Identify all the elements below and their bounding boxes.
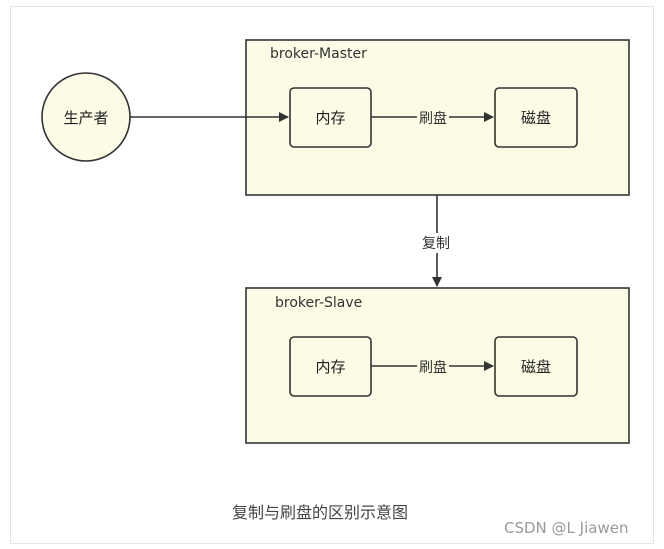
diagram-frame	[10, 6, 654, 544]
broker-slave-title: broker-Slave	[275, 295, 363, 311]
slave-flush-label: 刷盘	[417, 357, 449, 377]
producer-label: 生产者	[63, 109, 109, 127]
diagram-caption: 复制与刷盘的区别示意图	[232, 503, 409, 522]
slave-disk-node	[494, 336, 578, 397]
replicate-label: 复制	[420, 233, 452, 253]
master-disk-label: 磁盘	[520, 109, 551, 127]
watermark-text: CSDN @L Jiawen	[504, 519, 629, 537]
broker-master-title: broker-Master	[270, 46, 367, 62]
slave-disk-label: 磁盘	[520, 358, 551, 376]
master-disk-node	[494, 87, 578, 148]
master-flush-label: 刷盘	[417, 108, 449, 128]
slave-memory-label: 内存	[315, 358, 346, 376]
master-memory-label: 内存	[315, 109, 346, 127]
